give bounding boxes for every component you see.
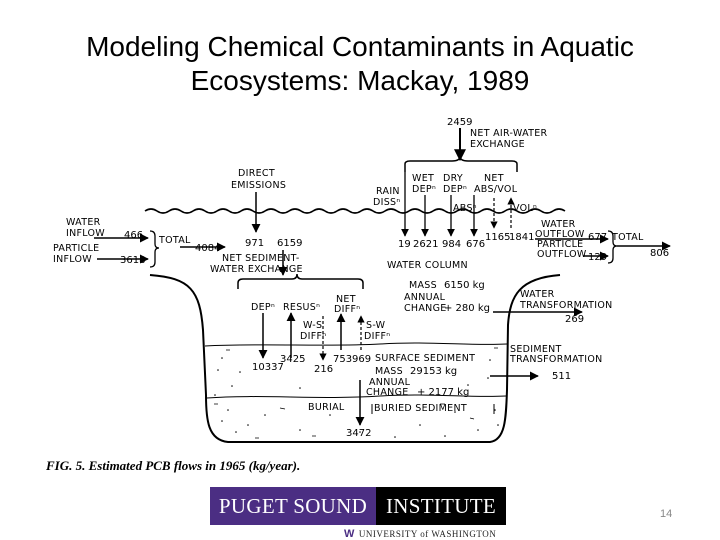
water-column-label: WATER COLUMN	[387, 260, 468, 271]
rain-label-2: DISSⁿ	[373, 197, 400, 208]
rain-label-1: RAIN	[376, 186, 400, 197]
figure-caption: FIG. 5. Estimated PCB flows in 1965 (kg/…	[46, 458, 301, 473]
particle-inflow-value: 3618	[120, 255, 145, 266]
water-column-annual-2: CHANGE	[404, 303, 447, 314]
water-column-mass-value: 6150 kg	[444, 280, 485, 291]
net-abs-label-1: NET	[484, 173, 504, 184]
burial-label: BURIAL	[308, 402, 345, 413]
vol-label: VOLⁿ	[513, 203, 537, 214]
water-inflow-value: 466	[124, 230, 143, 241]
sw-diff-label-2: DIFFⁿ	[364, 331, 390, 342]
surface-sediment-boundary	[204, 342, 508, 347]
dry-value: 984	[442, 239, 461, 250]
net-abs-label-2: ABS/VOL	[474, 184, 518, 195]
resus-value: 3425	[280, 354, 305, 365]
dry-label-2: DEPⁿ	[443, 184, 467, 195]
water-inflow-label-1: WATER	[66, 217, 101, 228]
ws-diff-label-2: DIFFⁿ	[300, 331, 326, 342]
sediment-transformation-label-2: TRANSFORMATION	[509, 354, 603, 365]
ws-diff-value: 216	[314, 364, 333, 375]
water-column-mass-label: MASS	[409, 280, 437, 291]
net-diff-value: 753	[333, 354, 352, 365]
particle-outflow-label-1: PARTICLE	[537, 239, 583, 250]
buried-sediment-boundary	[206, 394, 507, 399]
water-transformation-label-2: TRANSFORMATION	[519, 300, 613, 311]
surface-sediment-label: SURFACE SEDIMENT	[375, 353, 475, 364]
water-outflow-label-1: WATER	[541, 219, 576, 230]
air-water-label-2: EXCHANGE	[470, 139, 525, 150]
page-number: 14	[660, 508, 673, 520]
water-outflow-value: 677	[588, 232, 607, 243]
net-sediment-label-1: NET SEDIMENT-	[222, 253, 300, 264]
abs-label: ABSⁿ	[453, 203, 477, 214]
uw-text: UNIVERSITY of WASHINGTON	[358, 529, 497, 539]
inflow-total-label: TOTAL	[158, 235, 191, 246]
uw-w-icon: W	[344, 528, 355, 540]
ws-diff-label-1: W-S	[303, 320, 322, 331]
water-transformation-value: 269	[565, 314, 584, 325]
dry-label-1: DRY	[443, 173, 463, 184]
water-inflow-label-2: INFLOW	[66, 228, 105, 239]
vol-value: 1841	[509, 232, 534, 243]
slide-title: Modeling Chemical Contaminants in Aquati…	[0, 30, 720, 98]
logo-left-text: PUGET SOUND	[210, 487, 376, 525]
surface-sediment-annual-value: + 2177 kg	[417, 387, 469, 398]
sediment-texture	[214, 347, 499, 439]
particle-inflow-label-2: INFLOW	[53, 254, 92, 265]
sw-diff-value: 969	[352, 354, 371, 365]
water-outflow-label-2: OUTFLOW	[535, 229, 585, 240]
dep-label: DEPⁿ	[251, 302, 275, 313]
wet-value: 2621	[413, 239, 438, 250]
water-surface-line	[144, 208, 566, 214]
particle-outflow-label-2: OUTFLOW	[537, 249, 587, 260]
surface-sediment-mass-label: MASS	[375, 366, 403, 377]
wet-label-1: WET	[412, 173, 434, 184]
particle-outflow-value: 129	[588, 252, 607, 263]
surface-sediment-mass-value: 29153 kg	[410, 366, 457, 377]
particle-inflow-label-1: PARTICLE	[53, 243, 99, 254]
direct-emissions-label-2: EMISSIONS	[231, 180, 286, 191]
slide-title-line-2: Ecosystems: Mackay, 1989	[190, 65, 530, 96]
net-diff-label-2: DIFFⁿ	[334, 304, 360, 315]
water-column-annual-value: + 280 kg	[444, 303, 490, 314]
surface-sediment-annual-1: ANNUAL	[369, 377, 411, 388]
air-water-value: 2459	[447, 117, 472, 128]
wet-label-2: DEPⁿ	[412, 184, 436, 195]
net-abs-value: 676	[466, 239, 485, 250]
net-sediment-value: 6159	[277, 238, 302, 249]
burial-value: 3472	[346, 428, 371, 439]
direct-emissions-label-1: DIRECT	[238, 168, 275, 179]
air-water-label-1: NET AIR-WATER	[470, 128, 548, 139]
water-transformation-label-1: WATER	[520, 289, 555, 300]
inflow-total-value: 4084	[195, 243, 220, 254]
dep-value: 10337	[252, 362, 284, 373]
atmospheric-brace	[404, 155, 518, 172]
direct-emissions-value: 971	[245, 238, 264, 249]
abs-value: 1165	[485, 232, 510, 243]
slide-title-line-1: Modeling Chemical Contaminants in Aquati…	[86, 31, 634, 62]
net-sediment-label-2: WATER EXCHANGE	[210, 264, 303, 275]
sediment-transformation-label-1: SEDIMENT	[510, 344, 562, 355]
basin-outline	[149, 274, 561, 443]
outflow-total-value: 806	[650, 248, 669, 259]
buried-sediment-label: BURIED SEDIMENT	[374, 403, 467, 414]
rain-value: 19	[398, 239, 411, 250]
resus-label: RESUSⁿ	[283, 302, 320, 313]
surface-sediment-annual-2: CHANGE	[366, 387, 409, 398]
outflow-total-label: TOTAL	[611, 232, 644, 243]
puget-sound-institute-logo: PUGET SOUND INSTITUTE	[210, 487, 506, 525]
water-column-annual-1: ANNUAL	[404, 292, 446, 303]
logo-right-text: INSTITUTE	[376, 487, 506, 525]
sediment-transformation-value: 511	[552, 371, 571, 382]
net-diff-label-1: NET	[336, 294, 356, 305]
sw-diff-label-1: S-W	[366, 320, 386, 331]
